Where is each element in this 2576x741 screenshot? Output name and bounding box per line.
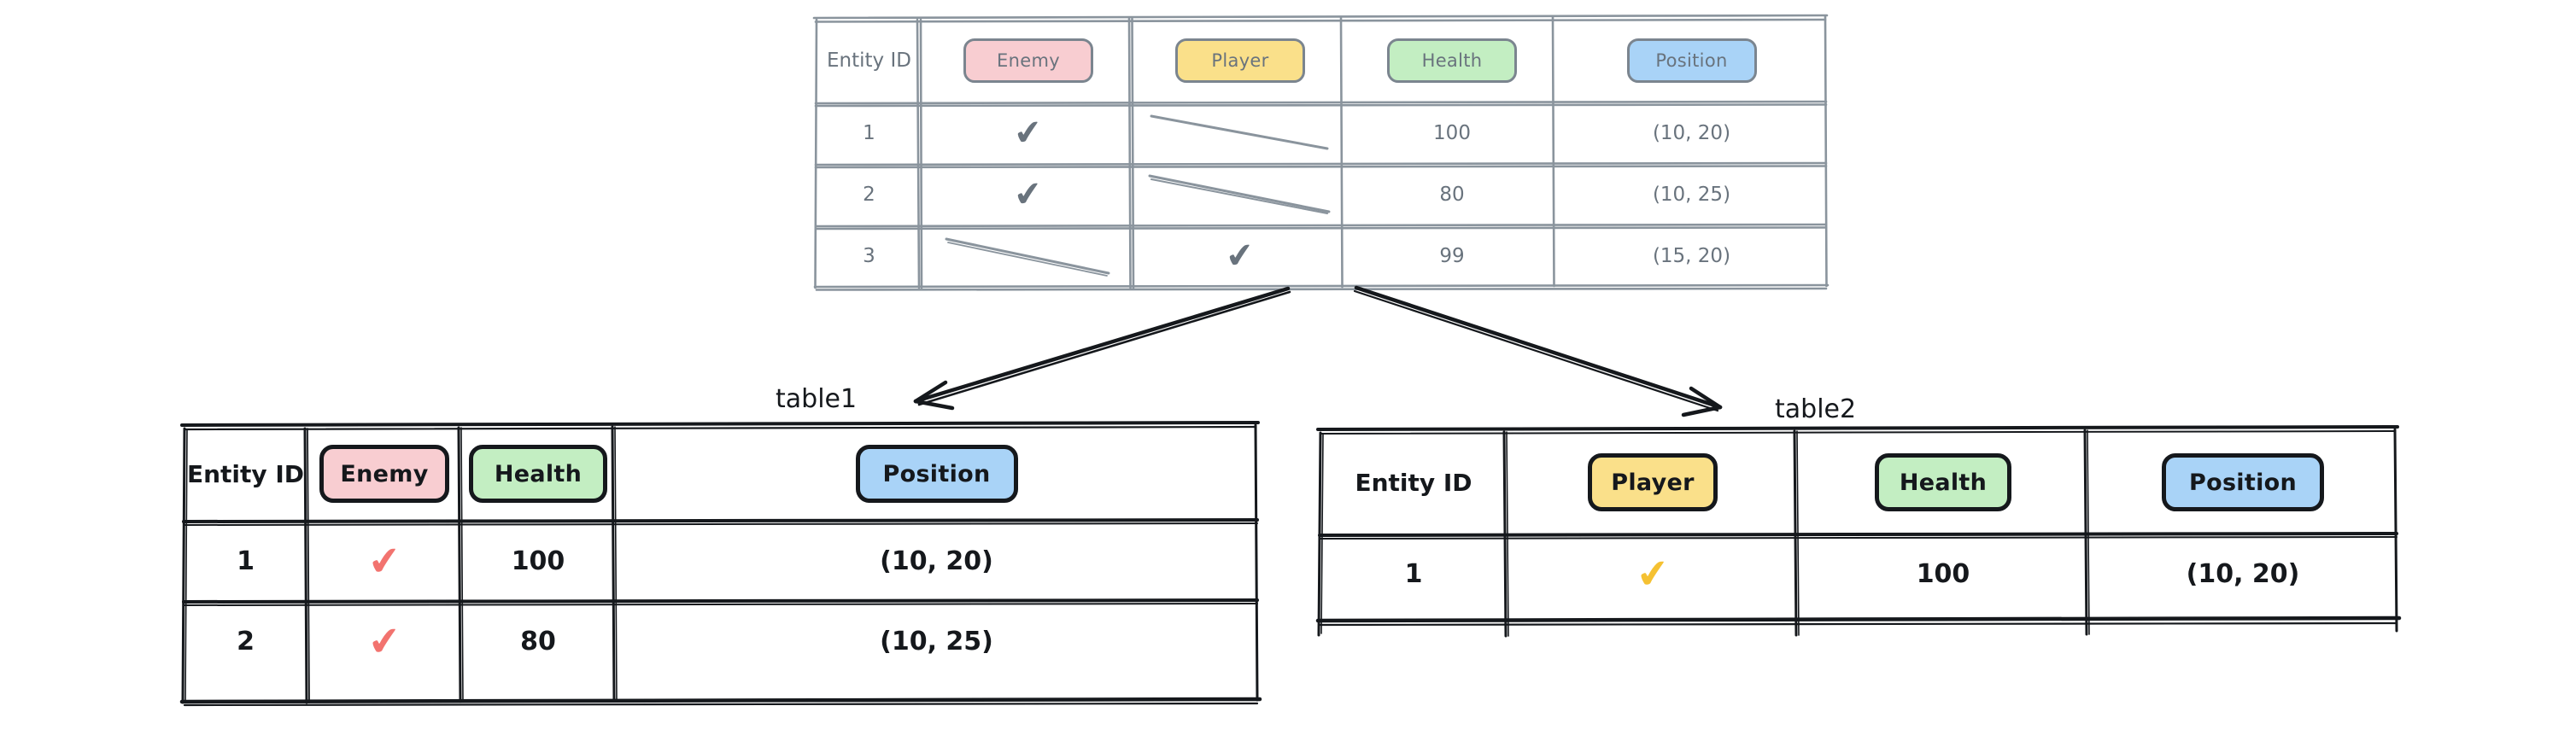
header-cell-player: Player bbox=[1508, 431, 1798, 534]
cell-health: 80 bbox=[1439, 184, 1465, 206]
arrow-to-table1 bbox=[913, 286, 1291, 411]
arrow-to-table2 bbox=[1353, 285, 1723, 417]
cell-position: (10, 25) bbox=[880, 626, 993, 656]
cell-entity-id: 1 bbox=[237, 546, 255, 576]
dash-icon bbox=[945, 237, 1110, 277]
header-cell-health: Health bbox=[461, 427, 615, 521]
table-row: 2 ✔ 80 (10, 25) bbox=[816, 164, 1825, 225]
dash-icon bbox=[1148, 174, 1331, 214]
dash-icon bbox=[1150, 114, 1329, 150]
header-cell-position: Position bbox=[615, 427, 1258, 521]
header-label-entity-id: Entity ID bbox=[827, 50, 911, 72]
checkmark-icon: ✔ bbox=[1223, 235, 1257, 277]
header-cell-entity-id: Entity ID bbox=[1320, 431, 1508, 534]
header-pill-health: Health bbox=[1875, 453, 2011, 511]
cell-enemy bbox=[922, 225, 1134, 287]
label-table1: table1 bbox=[776, 384, 858, 414]
header-cell-player: Player bbox=[1134, 19, 1346, 102]
header-pill-position: Position bbox=[2162, 453, 2324, 511]
cell-entity-id: 2 bbox=[237, 626, 255, 656]
cell-position: (10, 25) bbox=[1652, 184, 1731, 206]
header-pill-health: Health bbox=[469, 445, 607, 503]
header-pill-enemy: Enemy bbox=[319, 445, 449, 503]
table1-header-row: Entity ID Enemy Health Position bbox=[184, 427, 1258, 521]
cell-entity-id: 3 bbox=[863, 245, 875, 267]
table2: Entity ID Player Health Position 1 ✔ 100… bbox=[1315, 425, 2402, 638]
cell-enemy: ✔ bbox=[307, 601, 461, 681]
cell-player: ✔ bbox=[1134, 225, 1346, 287]
checkmark-icon: ✔ bbox=[1011, 173, 1045, 216]
cell-entity-id: 1 bbox=[1404, 558, 1423, 589]
cell-enemy: ✔ bbox=[922, 102, 1134, 164]
header-cell-entity-id: Entity ID bbox=[184, 427, 307, 521]
header-cell-health: Health bbox=[1798, 431, 2088, 534]
cell-entity-id: 1 bbox=[863, 122, 875, 144]
cell-player: ✔ bbox=[1508, 534, 1798, 614]
table1: Entity ID Enemy Health Position 1 ✔ 100 … bbox=[179, 421, 1262, 707]
header-pill-player: Player bbox=[1588, 453, 1718, 511]
cell-health: 80 bbox=[520, 626, 556, 656]
cell-player bbox=[1134, 164, 1346, 225]
header-label-entity-id: Entity ID bbox=[186, 459, 305, 488]
table-row: 1 ✔ 100 (10, 20) bbox=[816, 102, 1825, 164]
header-cell-enemy: Enemy bbox=[922, 19, 1134, 102]
header-cell-entity-id: Entity ID bbox=[816, 19, 922, 102]
cell-entity-id: 2 bbox=[863, 184, 875, 206]
cell-enemy: ✔ bbox=[307, 521, 461, 601]
header-pill-position: Position bbox=[1626, 38, 1757, 83]
cell-position: (10, 20) bbox=[2186, 558, 2300, 589]
checkmark-icon: ✔ bbox=[1634, 549, 1671, 598]
header-cell-position: Position bbox=[2088, 431, 2397, 534]
cell-position: (10, 20) bbox=[880, 546, 993, 576]
cell-health: 100 bbox=[1433, 122, 1471, 144]
label-table2: table2 bbox=[1775, 394, 1857, 424]
table2-header-row: Entity ID Player Health Position bbox=[1320, 431, 2397, 534]
checkmark-icon: ✔ bbox=[366, 616, 403, 666]
cell-health: 100 bbox=[511, 546, 565, 576]
header-pill-player: Player bbox=[1175, 38, 1305, 83]
cell-position: (10, 20) bbox=[1652, 122, 1731, 144]
source-table: Entity ID Enemy Player Health Position 1… bbox=[812, 14, 1830, 291]
cell-health: 100 bbox=[1916, 558, 1970, 589]
table-row: 1 ✔ 100 (10, 20) bbox=[184, 521, 1258, 601]
table-row: 3 ✔ 99 (15, 20) bbox=[816, 225, 1825, 287]
source-table-header-row: Entity ID Enemy Player Health Position bbox=[816, 19, 1825, 102]
header-cell-enemy: Enemy bbox=[307, 427, 461, 521]
header-label-entity-id: Entity ID bbox=[1355, 468, 1472, 497]
header-pill-position: Position bbox=[855, 445, 1018, 503]
header-cell-position: Position bbox=[1558, 19, 1825, 102]
checkmark-icon: ✔ bbox=[366, 536, 403, 586]
header-pill-enemy: Enemy bbox=[963, 38, 1093, 83]
table-row: 2 ✔ 80 (10, 25) bbox=[184, 601, 1258, 681]
cell-player bbox=[1134, 102, 1346, 164]
checkmark-icon: ✔ bbox=[1011, 112, 1045, 155]
header-pill-health: Health bbox=[1387, 38, 1517, 83]
cell-position: (15, 20) bbox=[1652, 245, 1731, 267]
header-cell-health: Health bbox=[1346, 19, 1558, 102]
table-row: 1 ✔ 100 (10, 20) bbox=[1320, 534, 2397, 614]
cell-enemy: ✔ bbox=[922, 164, 1134, 225]
cell-health: 99 bbox=[1439, 245, 1465, 267]
